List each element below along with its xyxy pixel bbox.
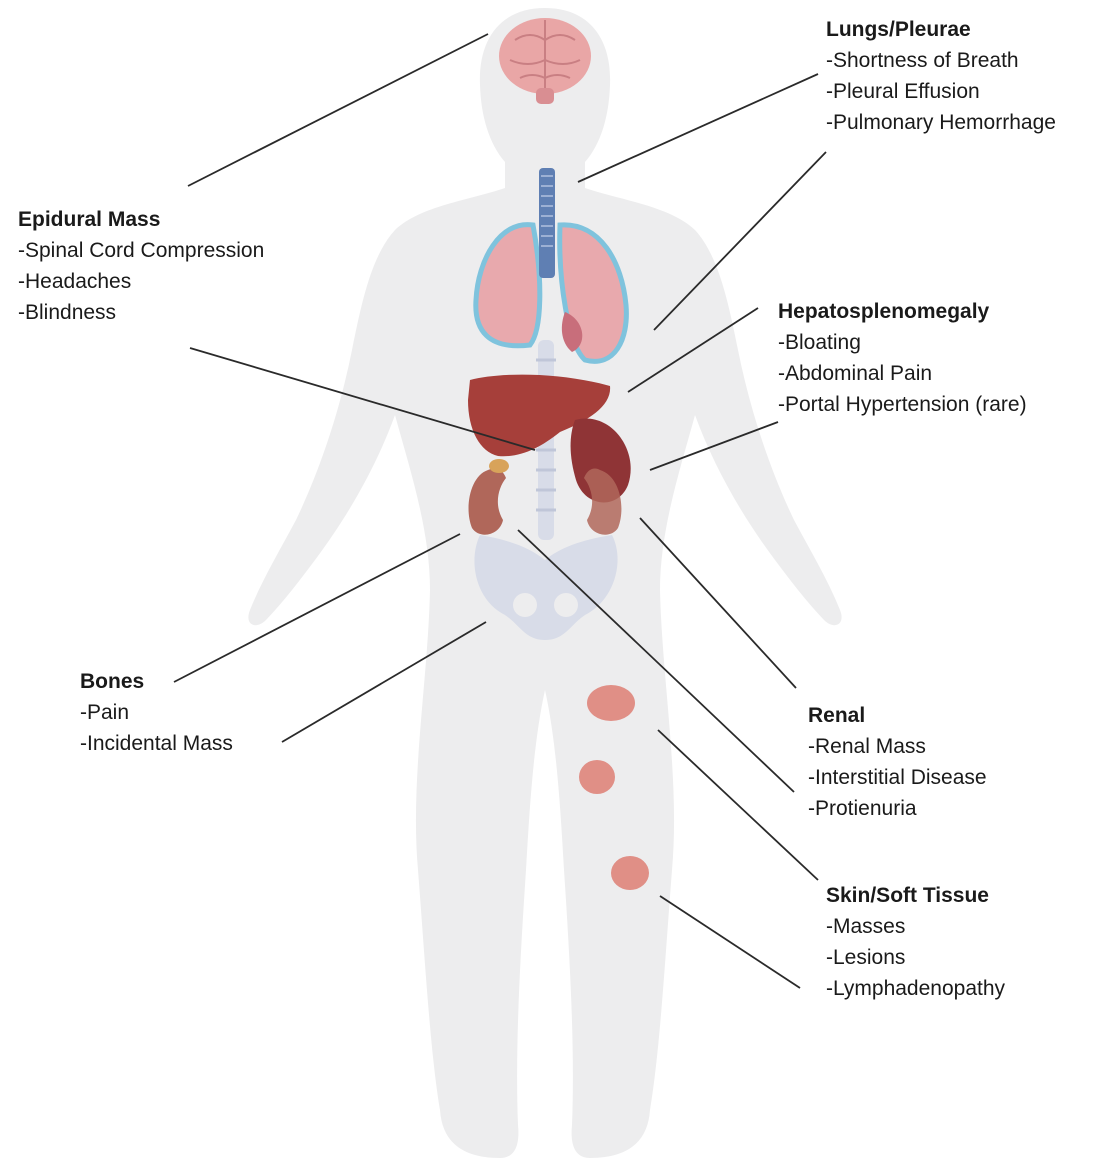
epidural-mass-item: -Headaches	[18, 266, 264, 297]
skin-soft-tissue-item: -Masses	[826, 911, 1005, 942]
renal-item: -Protienuria	[808, 793, 987, 824]
leader-line	[658, 730, 818, 880]
renal-item: -Renal Mass	[808, 731, 987, 762]
lungs-pleurae-item: -Shortness of Breath	[826, 45, 1056, 76]
bones-callout: Bones -Pain -Incidental Mass	[80, 666, 233, 759]
bones-title: Bones	[80, 666, 233, 697]
skin-soft-tissue-title: Skin/Soft Tissue	[826, 880, 1005, 911]
hepatosplenomegaly-item: -Bloating	[778, 327, 1027, 358]
lungs-pleurae-title: Lungs/Pleurae	[826, 14, 1056, 45]
lungs-pleurae-callout: Lungs/Pleurae -Shortness of Breath -Pleu…	[826, 14, 1056, 138]
skin-soft-tissue-item: -Lesions	[826, 942, 1005, 973]
renal-title: Renal	[808, 700, 987, 731]
lungs-pleurae-item: -Pleural Effusion	[826, 76, 1056, 107]
bones-item: -Incidental Mass	[80, 728, 233, 759]
hepatosplenomegaly-item: -Abdominal Pain	[778, 358, 1027, 389]
epidural-mass-item: -Spinal Cord Compression	[18, 235, 264, 266]
leader-line	[188, 34, 488, 186]
bones-item: -Pain	[80, 697, 233, 728]
epidural-mass-title: Epidural Mass	[18, 204, 264, 235]
epidural-mass-item: -Blindness	[18, 297, 264, 328]
skin-soft-tissue-callout: Skin/Soft Tissue -Masses -Lesions -Lymph…	[826, 880, 1005, 1004]
epidural-mass-callout: Epidural Mass -Spinal Cord Compression -…	[18, 204, 264, 328]
skin-soft-tissue-item: -Lymphadenopathy	[826, 973, 1005, 1004]
hepatosplenomegaly-item: -Portal Hypertension (rare)	[778, 389, 1027, 420]
leader-line	[578, 74, 818, 182]
hepatosplenomegaly-title: Hepatosplenomegaly	[778, 296, 1027, 327]
leader-line	[660, 896, 800, 988]
lungs-pleurae-item: -Pulmonary Hemorrhage	[826, 107, 1056, 138]
hepatosplenomegaly-callout: Hepatosplenomegaly -Bloating -Abdominal …	[778, 296, 1027, 420]
renal-item: -Interstitial Disease	[808, 762, 987, 793]
renal-callout: Renal -Renal Mass -Interstitial Disease …	[808, 700, 987, 824]
